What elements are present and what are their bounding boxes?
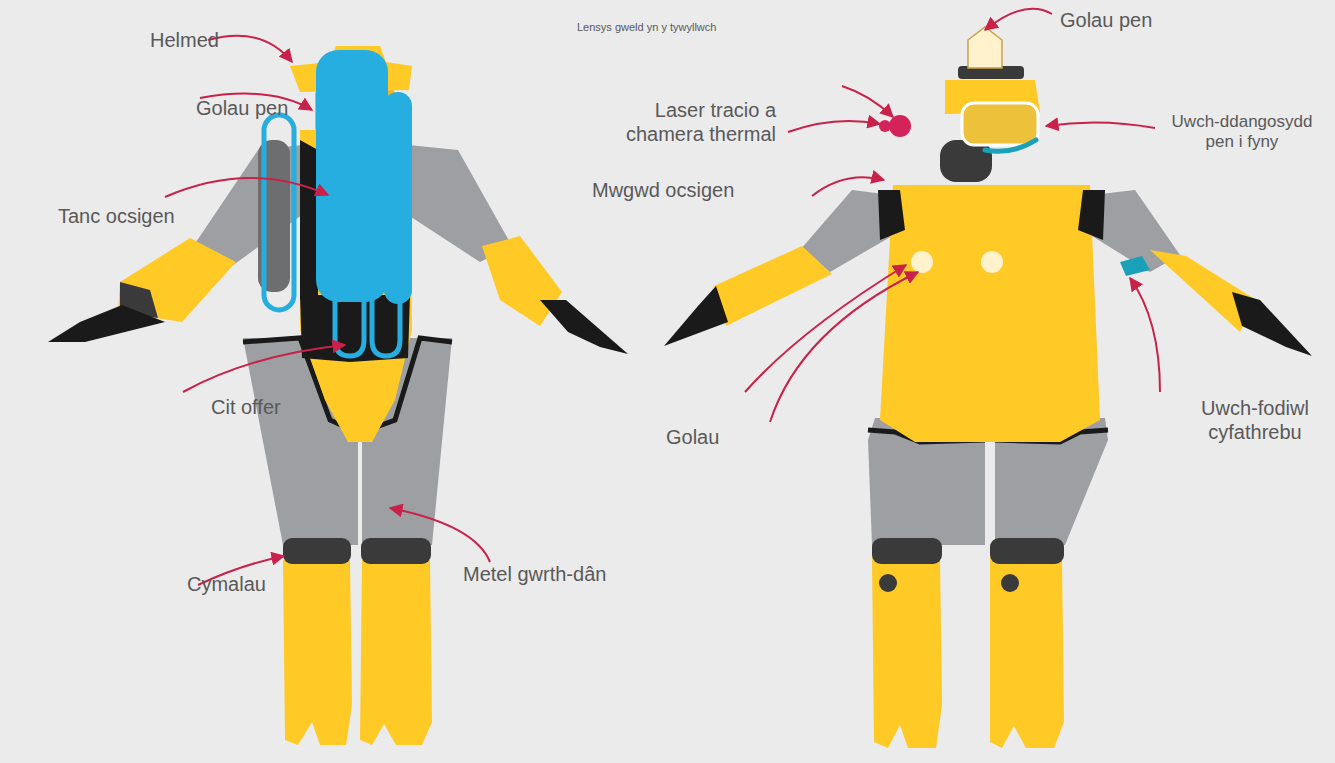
- part-label: Tanc ocsigen: [58, 204, 175, 228]
- front-figure-part: [1150, 250, 1256, 332]
- front-figure-part: [1120, 256, 1150, 276]
- leader-lines-part: [842, 86, 893, 117]
- part-label: Cit offer: [211, 395, 281, 419]
- back-figure-part: [540, 300, 628, 354]
- front-figure-part: [872, 558, 942, 748]
- back-figure-part: [316, 50, 388, 302]
- front-figure-part: [990, 558, 1064, 748]
- back-figure-part: [300, 140, 318, 300]
- back-figure-part: [360, 560, 432, 745]
- front-figure-part: [872, 538, 942, 564]
- back-figure-part: [482, 236, 562, 326]
- front-figure-part: [962, 103, 1038, 145]
- part-label: Golau: [666, 425, 719, 449]
- back-figure-part: [361, 538, 431, 564]
- back-figure-part: [48, 305, 165, 342]
- leader-lines-part: [770, 272, 918, 422]
- part-label: Laser tracio a chamera thermal: [586, 98, 776, 146]
- back-figure-part: [372, 290, 400, 356]
- part-label: Metel gwrth-dân: [463, 562, 606, 586]
- back-figure: [48, 46, 628, 745]
- front-figure-part: [714, 246, 832, 326]
- front-figure-part: [1232, 292, 1312, 356]
- leader-lines-part: [390, 508, 490, 562]
- back-figure-part: [283, 538, 351, 564]
- part-label: Helmed: [150, 28, 219, 52]
- part-label: Mwgwd ocsigen: [592, 178, 734, 202]
- back-figure-part: [264, 115, 294, 310]
- part-label: Uwch-fodiwl cyfathrebu: [1180, 396, 1330, 444]
- front-figure-part: [664, 286, 728, 346]
- front-figure-part: [879, 574, 897, 592]
- leader-lines-part: [985, 9, 1052, 30]
- front-figure-part: [968, 27, 1002, 68]
- part-label: Golau pen: [1060, 8, 1152, 32]
- front-figure-part: [889, 115, 911, 137]
- leader-lines: [165, 9, 1160, 585]
- leader-lines-part: [1130, 278, 1160, 392]
- front-figure-part: [981, 251, 1003, 273]
- leader-lines-part: [745, 265, 906, 392]
- part-label: Lensys gweld yn y tywyllwch: [577, 21, 716, 34]
- front-figure-part: [1078, 190, 1105, 240]
- leader-lines-part: [1046, 122, 1155, 128]
- front-figure-part: [1001, 574, 1019, 592]
- front-figure-part: [880, 185, 1100, 442]
- front-figure-part: [990, 538, 1064, 564]
- back-figure-part: [283, 560, 352, 745]
- leader-lines-part: [812, 177, 884, 196]
- leader-lines-part: [788, 121, 880, 132]
- front-figure-part: [985, 140, 1036, 151]
- part-label: Golau pen: [196, 96, 288, 120]
- back-figure-part: [384, 92, 412, 304]
- leader-lines-part: [165, 178, 328, 197]
- leader-lines-part: [183, 345, 345, 392]
- part-label: Cymalau: [187, 572, 266, 596]
- front-figure-part: [878, 190, 905, 240]
- part-label: Uwch-ddangosydd pen i fyny: [1162, 112, 1322, 153]
- leader-lines-part: [208, 36, 292, 62]
- back-figure-part: [118, 238, 236, 322]
- front-figure-part: [911, 251, 933, 273]
